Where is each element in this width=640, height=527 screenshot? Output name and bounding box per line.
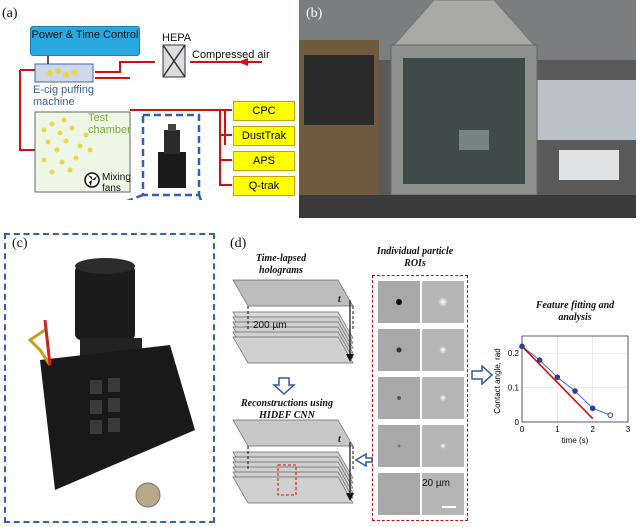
scale-20um-label: 20 µm xyxy=(422,478,450,489)
plot-data-point xyxy=(607,412,614,418)
instrument-cpc: CPC xyxy=(233,101,295,121)
plot-xtick-label: 3 xyxy=(626,425,631,434)
plot-xtick-label: 1 xyxy=(555,425,560,434)
panel-d-label: (d) xyxy=(230,236,247,251)
plot-data-point xyxy=(589,405,596,412)
plot-data-point xyxy=(536,357,543,363)
ecig-machine-label: E-cig puffing machine xyxy=(33,84,94,109)
holograms-title: Time-lapsed holograms xyxy=(255,253,307,276)
t-label-bottom: t xyxy=(338,434,341,445)
roi-frame xyxy=(372,275,468,521)
plot-xtick-label: 0 xyxy=(520,425,525,434)
instrument-dusttrak: DustTrak xyxy=(233,126,295,146)
panel-c-label: (c) xyxy=(12,236,28,251)
panel-b-label: (b) xyxy=(306,6,323,21)
plot-ytick-label: 0 xyxy=(515,418,520,427)
plot-xlabel: time (s) xyxy=(562,436,589,445)
scale-200um-label: 200 µm xyxy=(253,320,287,331)
plot-ytick-label: 0.1 xyxy=(508,384,520,393)
plot-series-line xyxy=(521,345,611,416)
compressed-air-label: Compressed air xyxy=(192,49,270,61)
plot-xtick-label: 2 xyxy=(590,425,595,434)
roi-images xyxy=(378,281,464,515)
arrow-to-plot xyxy=(471,365,494,385)
plot-data-point xyxy=(572,388,578,394)
panel-a-label: (a) xyxy=(2,6,18,21)
rois-title: Individual particle ROIs xyxy=(376,246,454,269)
schematic-lines xyxy=(19,44,262,200)
lab-chamber-photo xyxy=(299,0,636,218)
plot-data-point xyxy=(554,374,561,381)
plot-data-point xyxy=(519,343,525,350)
plot-fit-line xyxy=(521,345,594,420)
plot-ytick-label: 0.2 xyxy=(508,349,520,358)
mixing-fans-label: Mixing fans xyxy=(102,172,131,194)
test-chamber-label: Test chamber xyxy=(88,112,131,137)
contact-angle-plot: 0 1 2 3 0 0.1 0.2 time (s) Contact angle, rad xyxy=(493,335,631,445)
plot-ylabel: Contact angle, rad xyxy=(493,348,502,413)
panel-c-frame xyxy=(4,233,215,523)
hepa-label: HEPA xyxy=(162,32,192,44)
panel-b-photo xyxy=(299,0,636,218)
reconstructions-title: Reconstructions using HIDEF CNN xyxy=(241,398,333,421)
flow-arrows xyxy=(354,452,373,468)
sampler-device-photo xyxy=(27,258,195,508)
instrument-aps: APS xyxy=(233,151,295,171)
instrument-qtrak: Q-trak xyxy=(233,176,295,196)
t-label-top: t xyxy=(338,294,341,305)
hologram-stacks xyxy=(232,279,354,504)
power-time-control-box: Power & Time Control xyxy=(30,26,140,56)
fitting-title: Feature fitting and analysis xyxy=(535,300,615,323)
